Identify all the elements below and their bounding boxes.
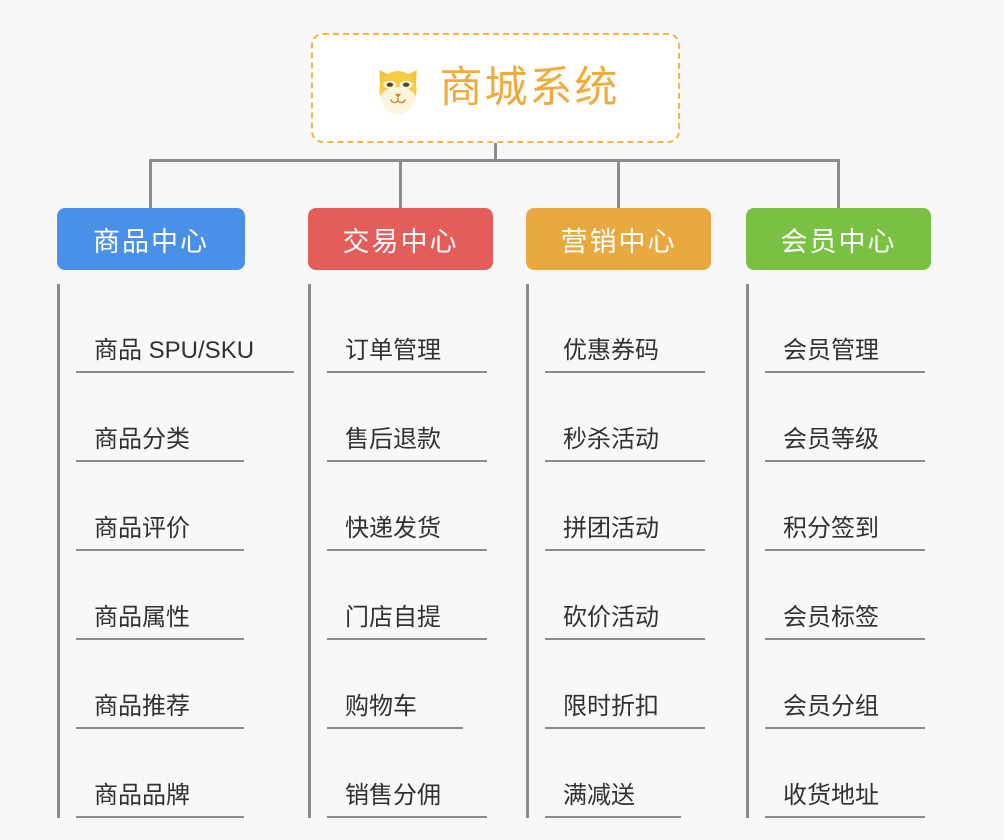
connector-drop-marketing-center [617,159,620,208]
category-items-marketing-center: 优惠券码 秒杀活动 拼团活动 砍价活动 限时折扣 满减送 [526,284,711,818]
shiba-dog-icon [378,70,417,114]
list-item[interactable]: 限时折扣 [545,640,705,729]
list-item-label: 会员标签 [783,604,879,632]
category-items-member-center: 会员管理 会员等级 积分签到 会员标签 会员分组 收货地址 [746,284,931,818]
list-item-label: 商品品牌 [94,782,190,810]
list-item-label: 秒杀活动 [563,426,659,454]
list-item[interactable]: 会员标签 [765,551,925,640]
category-header-product-center[interactable]: 商品中心 [57,208,245,270]
connector-drop-product-center [149,159,152,208]
category-label: 交易中心 [342,226,459,257]
list-item[interactable]: 会员等级 [765,373,925,462]
root-title: 商城系统 [439,63,620,112]
list-item[interactable]: 商品评价 [76,462,244,551]
list-item[interactable]: 售后退款 [327,373,487,462]
list-item[interactable]: 快递发货 [327,462,487,551]
list-item-label: 订单管理 [345,337,441,365]
list-item[interactable]: 砍价活动 [545,551,705,640]
list-item-label: 快递发货 [345,515,441,543]
list-item[interactable]: 优惠券码 [545,284,705,373]
list-item-label: 会员等级 [783,426,879,454]
category-label: 营销中心 [560,226,677,257]
list-item-label: 售后退款 [345,426,441,454]
list-item-label: 商品分类 [94,426,190,454]
list-item-label: 积分签到 [783,515,879,543]
list-item-label: 商品 SPU/SKU [94,337,255,365]
category-label: 商品中心 [93,226,209,257]
list-item-label: 优惠券码 [563,337,659,365]
list-item-label: 拼团活动 [563,515,659,543]
list-item[interactable]: 积分签到 [765,462,925,551]
list-item[interactable]: 商品 SPU/SKU [76,284,294,373]
category-header-member-center[interactable]: 会员中心 [746,208,931,270]
category-header-trade-center[interactable]: 交易中心 [308,208,493,270]
list-item[interactable]: 门店自提 [327,551,487,640]
category-label: 会员中心 [780,226,897,257]
list-item-label: 商品评价 [94,515,190,543]
list-item-label: 门店自提 [345,604,441,632]
category-items-trade-center: 订单管理 售后退款 快递发货 门店自提 购物车 销售分佣 [308,284,493,818]
connector-root-stem [494,143,497,161]
list-item[interactable]: 商品推荐 [76,640,244,729]
list-item-label: 收货地址 [783,782,879,810]
list-item-label: 会员管理 [783,337,879,365]
category-column-trade-center: 交易中心 订单管理 售后退款 快递发货 门店自提 购物车 销售分佣 [308,208,493,818]
category-column-member-center: 会员中心 会员管理 会员等级 积分签到 会员标签 会员分组 收货地址 [746,208,931,818]
list-item[interactable]: 商品分类 [76,373,244,462]
category-header-marketing-center[interactable]: 营销中心 [526,208,711,270]
list-item-label: 商品属性 [94,604,190,632]
list-item[interactable]: 秒杀活动 [545,373,705,462]
category-column-marketing-center: 营销中心 优惠券码 秒杀活动 拼团活动 砍价活动 限时折扣 满减送 [526,208,711,818]
list-item[interactable]: 销售分佣 [327,729,487,818]
connector-drop-trade-center [399,159,402,208]
list-item-label: 满减送 [563,782,635,810]
list-item[interactable]: 商品品牌 [76,729,244,818]
list-item[interactable]: 满减送 [545,729,681,818]
category-items-product-center: 商品 SPU/SKU 商品分类 商品评价 商品属性 商品推荐 商品品牌 [57,284,294,818]
list-item[interactable]: 会员管理 [765,284,925,373]
connector-drop-member-center [837,159,840,208]
list-item-label: 会员分组 [783,693,879,721]
list-item[interactable]: 拼团活动 [545,462,705,551]
list-item[interactable]: 订单管理 [327,284,487,373]
list-item-label: 销售分佣 [345,782,441,810]
connector-bus [149,159,840,162]
list-item[interactable]: 收货地址 [765,729,925,818]
category-column-product-center: 商品中心 商品 SPU/SKU 商品分类 商品评价 商品属性 商品推荐 商品品牌 [57,208,294,818]
list-item[interactable]: 购物车 [327,640,463,729]
list-item-label: 购物车 [345,693,417,721]
list-item-label: 商品推荐 [94,693,190,721]
list-item[interactable]: 会员分组 [765,640,925,729]
root-node[interactable]: 商城系统 [311,33,680,143]
list-item-label: 砍价活动 [563,604,659,632]
list-item[interactable]: 商品属性 [76,551,244,640]
list-item-label: 限时折扣 [563,693,659,721]
